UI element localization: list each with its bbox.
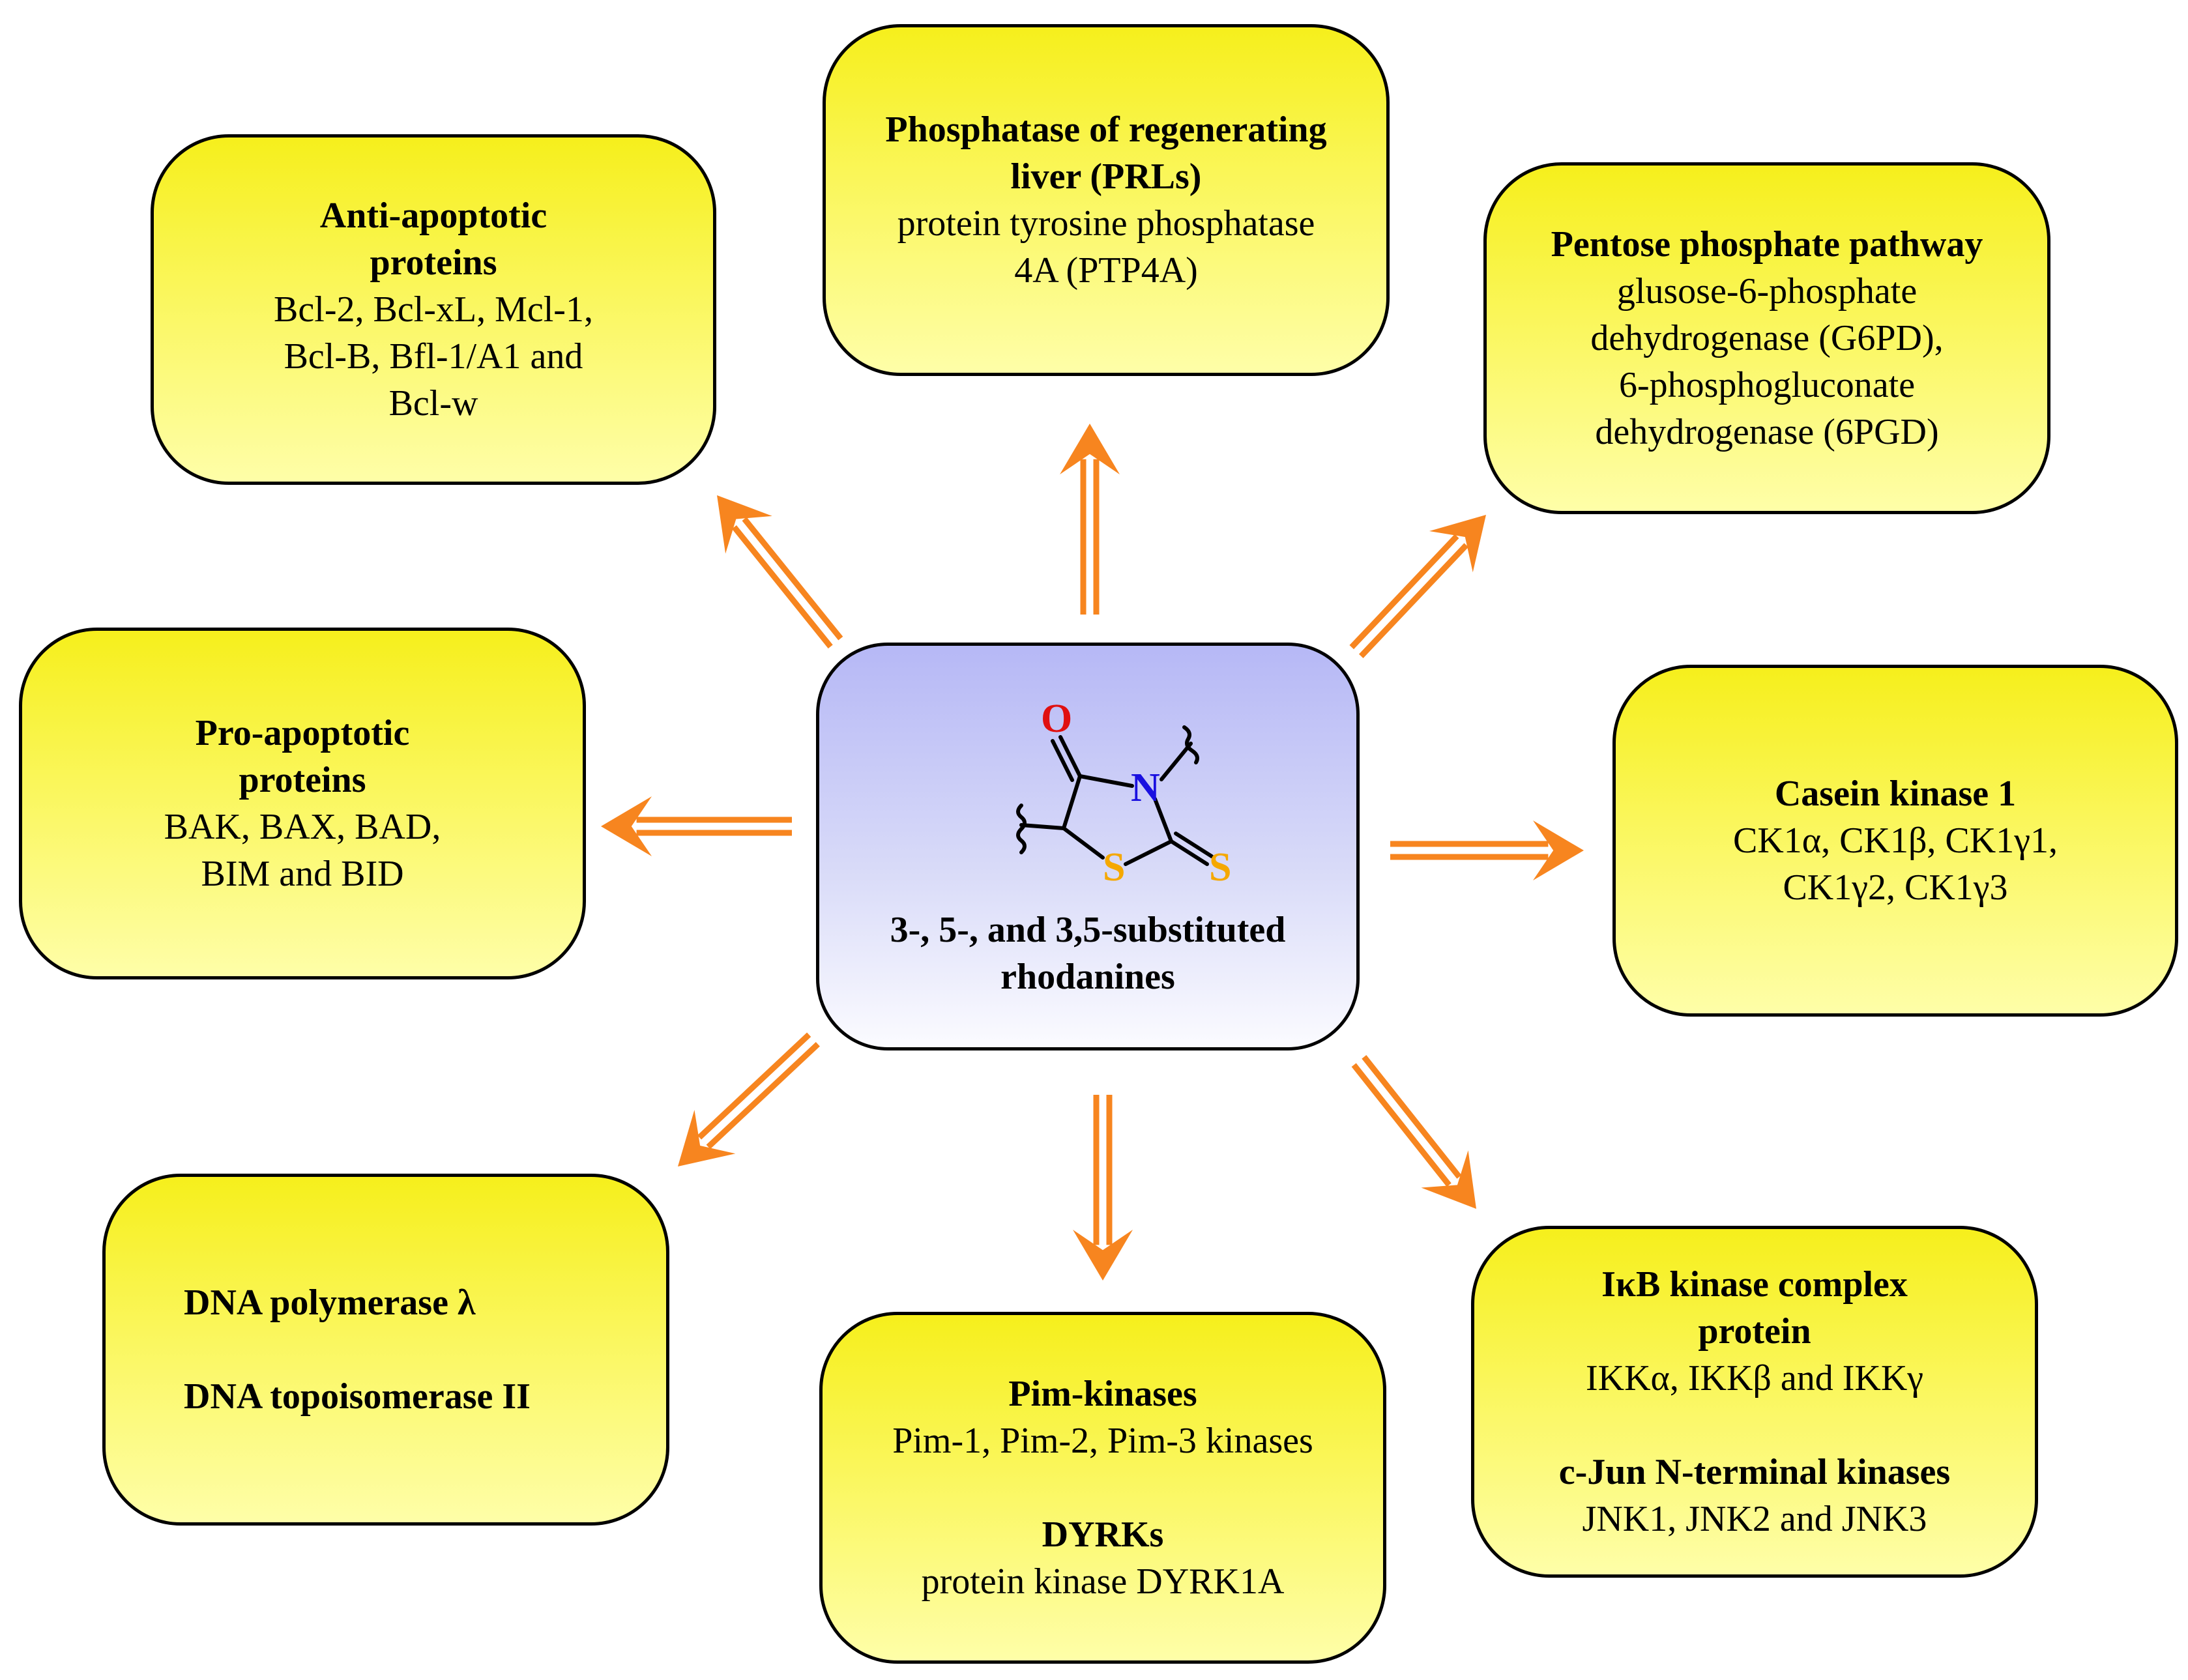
pentose-line-3: 6-phosphogluconate — [1618, 365, 1916, 405]
arrow-to-dna — [678, 1032, 820, 1166]
dyrk-title: DYRKs — [1042, 1514, 1164, 1555]
box-pim-kinases-dyrks: Pim-kinases Pim-1, Pim-2, Pim-3 kinases … — [819, 1312, 1386, 1664]
prl-line-2: 4A (PTP4A) — [1014, 250, 1198, 291]
arrow-to-pro-apoptotic — [601, 796, 792, 856]
arrow-to-anti-apoptotic — [717, 495, 843, 649]
ikb-title-1: IκB kinase complex — [1601, 1264, 1908, 1305]
arrow-to-pim — [1073, 1095, 1133, 1281]
prl-title-1: Phosphatase of regenerating — [885, 109, 1327, 150]
casein-title: Casein kinase 1 — [1774, 774, 2017, 814]
box-dna-enzymes: DNA polymerase λ DNA topoisomerase II — [102, 1174, 669, 1526]
arrow-to-anti-apoptotic-shaft-1 — [742, 517, 843, 641]
box-ikb-jnk-kinases: IκB kinase complex protein IKKα, IKKβ an… — [1471, 1226, 2038, 1578]
ikb-title-2: protein — [1698, 1311, 1811, 1352]
arrow-to-prl-head — [1060, 424, 1120, 474]
prl-title-2: liver (PRLs) — [1010, 156, 1202, 197]
arrow-to-pentose-head — [1429, 515, 1486, 573]
anti-apoptotic-title-1: Anti-apoptotic — [319, 196, 547, 236]
anti-apoptotic-title-2: proteins — [370, 242, 497, 283]
rhodanine-structure: O N S S — [1016, 697, 1231, 890]
pro-apoptotic-title-2: proteins — [239, 760, 366, 800]
box-casein-kinase-1: Casein kinase 1 CK1α, CK1β, CK1γ1, CK1γ2… — [1612, 665, 2178, 1017]
box-anti-apoptotic-proteins: Anti-apoptotic proteins Bcl-2, Bcl-xL, M… — [151, 134, 716, 485]
anti-apoptotic-line-2: Bcl-B, Bfl-1/A1 and — [284, 336, 583, 377]
dna-polymerase-title: DNA polymerase λ — [184, 1282, 476, 1323]
center-rhodanine-box: O N S S 3-, 5-, and 3,5-substituted rhod… — [816, 643, 1360, 1050]
casein-line-2: CK1γ2, CK1γ3 — [1783, 867, 2008, 908]
jnk-title: c-Jun N-terminal kinases — [1558, 1452, 1951, 1492]
pro-apoptotic-line-1: BAK, BAX, BAD, — [164, 807, 441, 847]
center-label-line-2: rhodanines — [1000, 957, 1175, 997]
pim-line-1: Pim-1, Pim-2, Pim-3 kinases — [892, 1421, 1313, 1461]
box-pentose-phosphate-pathway: Pentose phosphate pathway glusose-6-phos… — [1483, 162, 2050, 514]
center-label: 3-, 5-, and 3,5-substituted rhodanines — [819, 906, 1356, 1000]
casein-line-1: CK1α, CK1β, CK1γ1, — [1733, 820, 2058, 861]
arrow-to-ikb-shaft-2 — [1362, 1054, 1462, 1179]
arrow-to-anti-apoptotic-shaft-2 — [731, 525, 833, 649]
anti-apoptotic-line-1: Bcl-2, Bcl-xL, Mcl-1, — [274, 289, 593, 330]
pentose-title: Pentose phosphate pathway — [1551, 224, 1983, 265]
atom-sulfur-ring: S — [1103, 845, 1125, 890]
pentose-line-4: dehydrogenase (6PGD) — [1595, 412, 1939, 452]
ikb-line-1: IKKα, IKKβ and IKKγ — [1585, 1358, 1924, 1398]
arrow-to-pentose — [1349, 515, 1486, 658]
pro-apoptotic-line-2: BIM and BID — [201, 854, 404, 894]
pentose-line-1: glusose-6-phosphate — [1616, 271, 1918, 311]
jnk-line-1: JNK1, JNK2 and JNK3 — [1582, 1499, 1927, 1539]
dyrk-line-1: protein kinase DYRK1A — [921, 1561, 1285, 1602]
arrow-to-ikb-shaft-1 — [1351, 1063, 1451, 1187]
arrow-to-anti-apoptotic-head — [717, 495, 772, 554]
arrow-to-pro-apoptotic-head — [601, 796, 652, 856]
prl-line-1: protein tyrosine phosphatase — [897, 203, 1315, 244]
arrow-to-dna-head — [678, 1110, 736, 1166]
dna-topoisomerase-title: DNA topoisomerase II — [184, 1376, 531, 1417]
anti-apoptotic-line-3: Bcl-w — [388, 383, 478, 424]
center-label-line-1: 3-, 5-, and 3,5-substituted — [890, 910, 1286, 950]
arrow-to-dna-shaft-2 — [706, 1042, 820, 1150]
box-phosphatase-prls: Phosphatase of regenerating liver (PRLs)… — [823, 24, 1390, 376]
arrow-to-ikb — [1351, 1054, 1476, 1209]
pentose-line-2: dehydrogenase (G6PD), — [1590, 318, 1944, 358]
pro-apoptotic-title-1: Pro-apoptotic — [195, 713, 410, 753]
arrow-to-dna-shaft-1 — [697, 1032, 811, 1140]
arrow-to-pentose-shaft-1 — [1358, 543, 1468, 658]
arrow-to-casein-head — [1533, 820, 1584, 880]
arrow-to-pim-head — [1073, 1230, 1133, 1281]
arrow-to-casein — [1390, 820, 1584, 880]
atom-oxygen: O — [1041, 697, 1072, 741]
arrow-to-ikb-head — [1421, 1150, 1476, 1209]
atom-sulfur-thione: S — [1209, 845, 1231, 890]
pim-title: Pim-kinases — [1008, 1374, 1197, 1414]
atom-nitrogen: N — [1131, 766, 1160, 810]
arrow-to-pentose-shaft-2 — [1349, 534, 1459, 650]
arrow-to-prl — [1060, 424, 1120, 615]
box-pro-apoptotic-proteins: Pro-apoptotic proteins BAK, BAX, BAD, BI… — [19, 628, 586, 979]
